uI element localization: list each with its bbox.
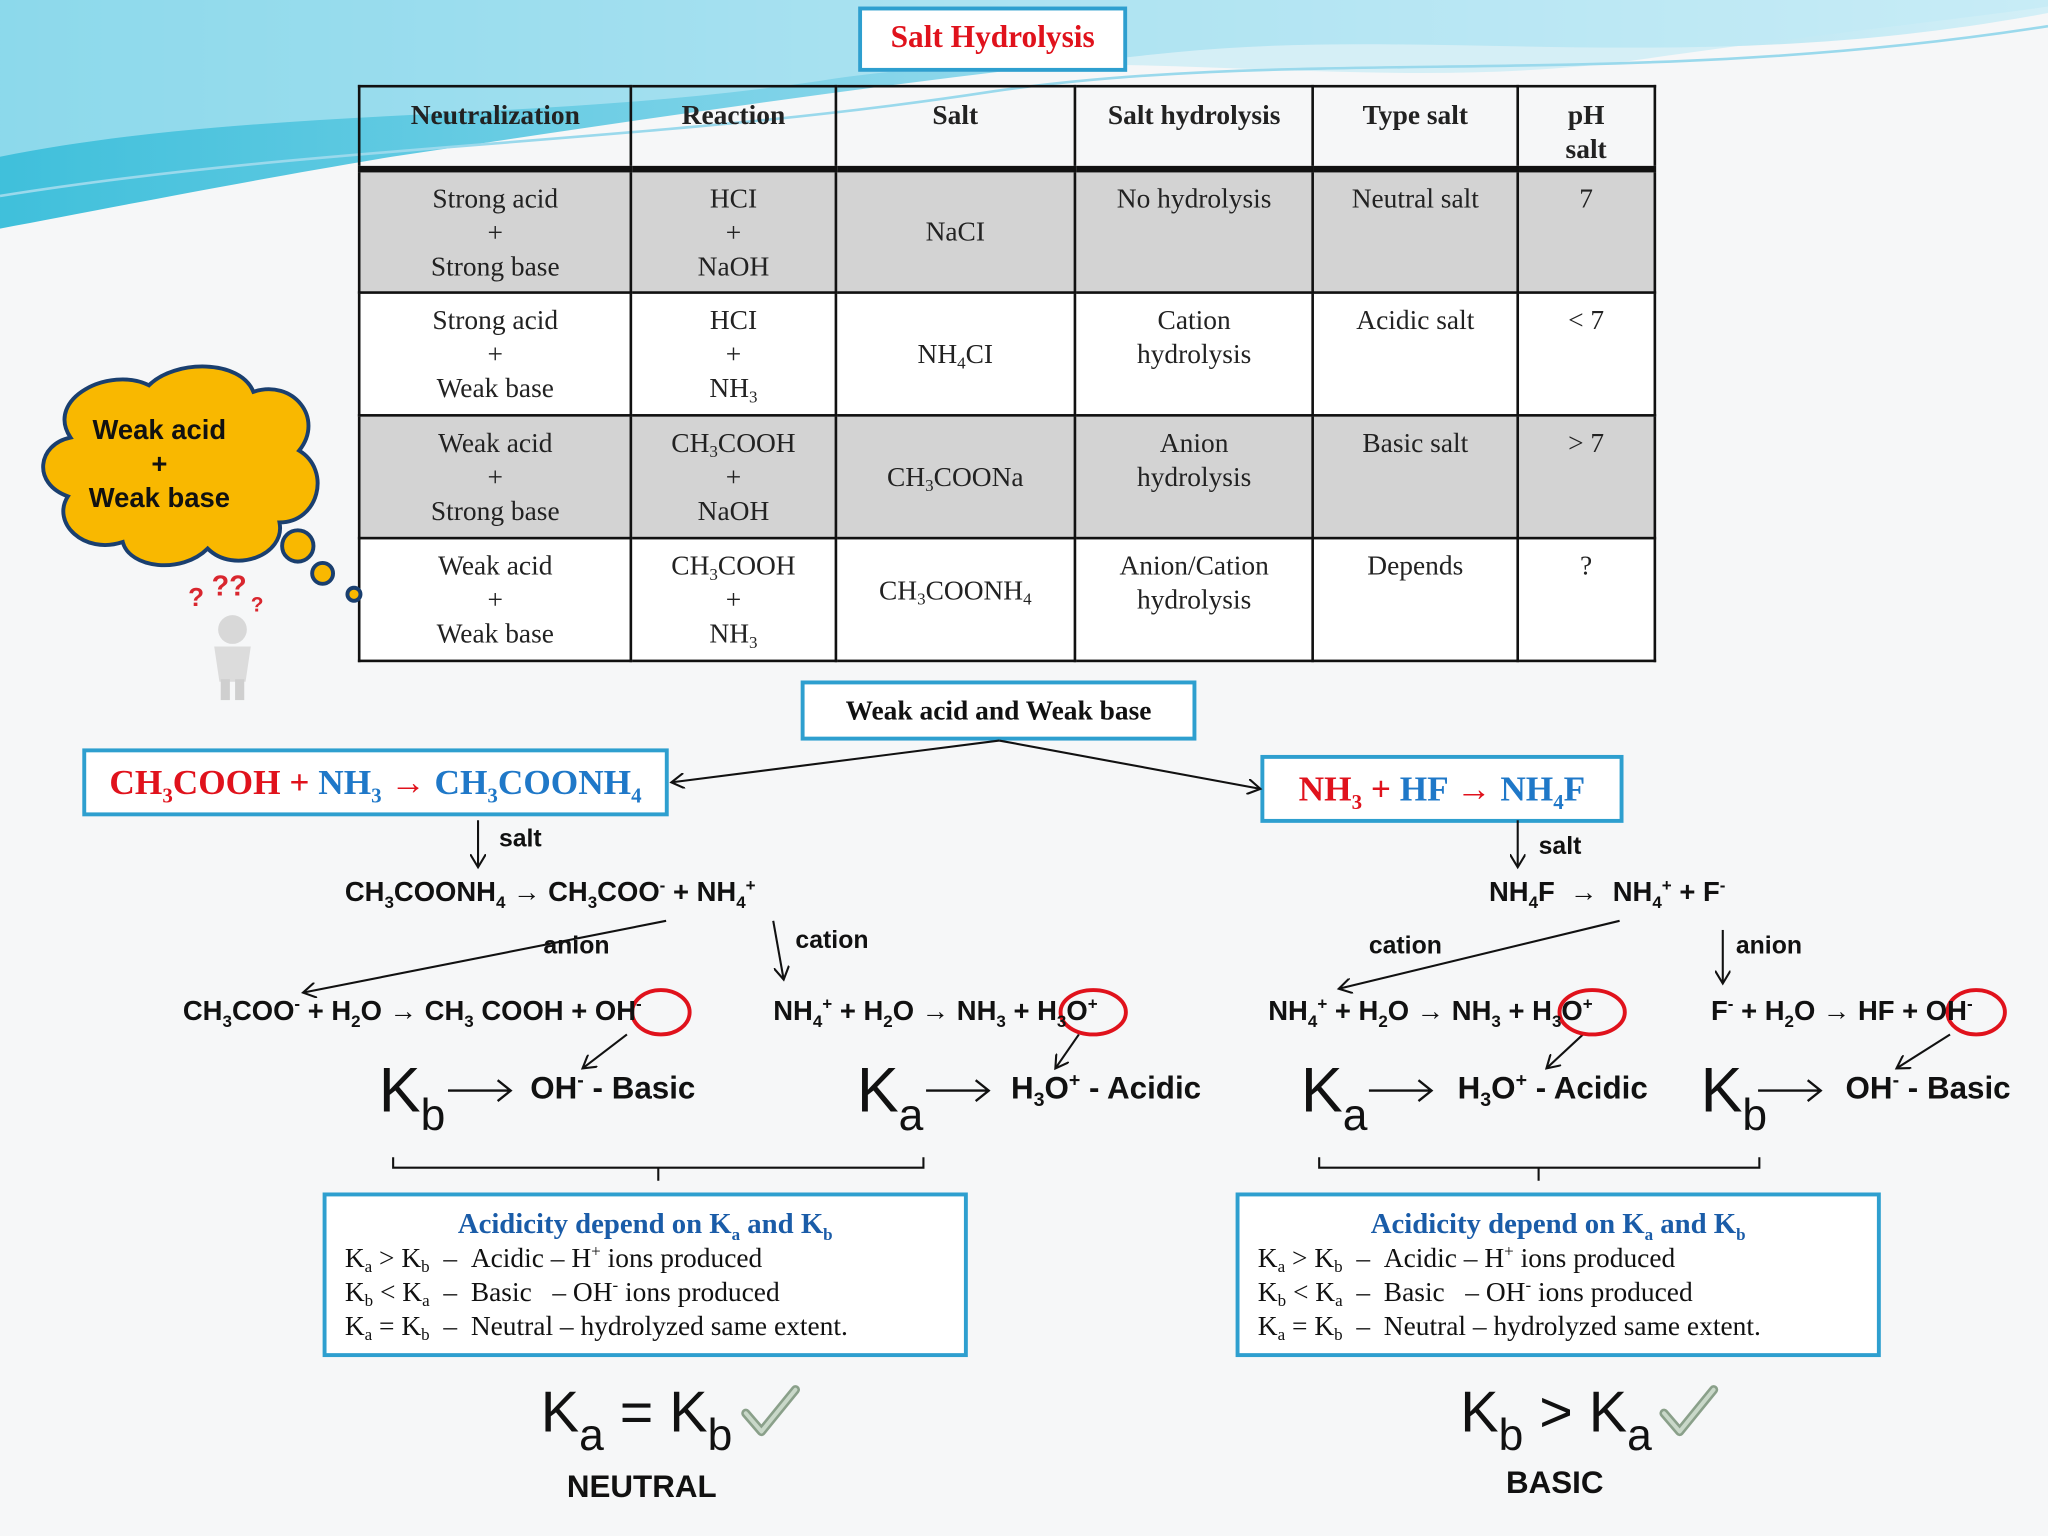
acidity-rule: Kb < Ka – Basic – OH- ions produced: [1257, 1274, 1693, 1311]
right-arrow-icon: [447, 1079, 513, 1102]
cell-type: Acidic salt: [1311, 290, 1519, 416]
cell-reaction: CH3COOH+NaOH: [630, 413, 837, 539]
table-row: Strong acid+Strong base HCI+NaOH NaCI No…: [357, 167, 1657, 294]
header-type-salt: Type salt: [1311, 84, 1519, 173]
acidity-rule: Ka > Kb – Acidic – H+ ions produced: [1257, 1240, 1676, 1277]
cell-neutralization: Strong acid+Weak base: [357, 290, 633, 416]
cell-ph: > 7: [1516, 413, 1657, 539]
acidity-box-title: Acidicity depend on Ka and Kb: [457, 1206, 833, 1244]
salt-hydrolysis-table: Neutralization Reaction Salt Salt hydrol…: [357, 84, 1657, 662]
left-cation-hydrolysis-equation: NH4+ + H2O → NH3 + H3O+: [773, 993, 1098, 1031]
header-salt-hydrolysis: Salt hydrolysis: [1073, 84, 1315, 173]
table-row: Weak acid+Strong base CH3COOH+NaOH CH3CO…: [357, 413, 1657, 539]
right-anion-label: anion: [1735, 932, 1803, 960]
title-box: Salt Hydrolysis: [858, 6, 1128, 72]
left-cation-label: cation: [795, 927, 869, 955]
left-reaction-box: CH3COOH + NH3 → CH3COONH4: [82, 748, 669, 817]
svg-text:??: ??: [212, 575, 247, 603]
thought-bubble-cloud: [41, 364, 363, 603]
right-conclusion-equation: Kb > Ka: [1460, 1380, 1652, 1461]
right-ka-symbol: Ka: [1300, 1056, 1368, 1141]
cell-ph: 7: [1516, 167, 1657, 294]
cell-type: Neutral salt: [1311, 167, 1519, 294]
cell-ph: < 7: [1516, 290, 1657, 416]
left-conclusion-equation: Ka = Kb: [540, 1380, 733, 1461]
right-acidic-result: H3O+ - Acidic: [1457, 1069, 1648, 1112]
right-arrow-icon: [1758, 1079, 1823, 1102]
cell-neutralization: Weak acid+Weak base: [357, 536, 633, 662]
checkmark-icon: [741, 1385, 800, 1437]
right-arrow-icon: [1368, 1079, 1434, 1102]
cell-salt: NaCI: [834, 167, 1077, 294]
right-arrow-icon: [926, 1079, 991, 1102]
left-kb-symbol: Kb: [378, 1056, 446, 1141]
checkmark-icon: [1659, 1385, 1719, 1437]
header-neutralization: Neutralization: [357, 84, 633, 173]
left-anion-label: anion: [543, 932, 610, 960]
h3o-highlight-circle: [1557, 988, 1627, 1037]
oh-highlight-circle: [630, 988, 692, 1037]
svg-text:?: ?: [251, 593, 264, 616]
cell-neutralization: Strong acid+Strong base: [357, 167, 633, 294]
header-reaction: Reaction: [630, 84, 837, 173]
table-header-row: Neutralization Reaction Salt Salt hydrol…: [357, 84, 1657, 173]
right-acidity-box: Acidicity depend on Ka and Kb Ka > Kb – …: [1235, 1192, 1881, 1358]
cell-reaction: HCI+NaOH: [630, 167, 837, 294]
right-basic-result: OH- - Basic: [1845, 1069, 2011, 1107]
cell-salt: CH3COONa: [834, 413, 1077, 539]
right-anion-hydrolysis-equation: F- + H2O → HF + OH-: [1711, 993, 1973, 1031]
left-dissociation-equation: CH3COONH4 → CH3COO- + NH4+: [344, 875, 756, 912]
h3o-highlight-circle: [1058, 988, 1128, 1037]
weak-acid-weak-base-box: Weak acid and Weak base: [800, 680, 1197, 741]
acidity-rule: Ka = Kb – Neutral – hydrolyzed same exte…: [344, 1310, 848, 1344]
left-anion-hydrolysis-equation: CH3COO- + H2O → CH3 COOH + OH-: [182, 993, 642, 1031]
cell-reaction: CH3COOH+NH3: [630, 536, 837, 662]
left-ka-symbol: Ka: [856, 1056, 924, 1141]
svg-text:?: ?: [188, 582, 204, 612]
cell-hydrolysis: No hydrolysis: [1073, 167, 1315, 294]
acidity-rule: Ka > Kb – Acidic – H+ ions produced: [344, 1240, 763, 1277]
left-acidic-result: H3O+ - Acidic: [1010, 1069, 1202, 1112]
header-salt: Salt: [834, 84, 1077, 173]
right-kb-symbol: Kb: [1700, 1056, 1768, 1141]
thought-bubble-text: Weak acid + Weak base: [88, 415, 230, 514]
acidity-rule: Ka = Kb – Neutral – hydrolyzed same exte…: [1257, 1310, 1761, 1344]
cell-salt: CH3COONH4: [834, 536, 1077, 662]
right-cation-label: cation: [1368, 932, 1442, 960]
right-cation-hydrolysis-equation: NH4+ + H2O → NH3 + H3O+: [1268, 993, 1593, 1031]
left-basic-result: OH- - Basic: [530, 1069, 696, 1107]
cell-salt: NH4CI: [834, 290, 1077, 416]
thinking-person-icon: ? ?? ?: [188, 575, 264, 701]
cell-ph: ?: [1516, 536, 1657, 662]
right-salt-label: salt: [1538, 833, 1582, 861]
left-salt-label: salt: [498, 825, 542, 853]
left-acidity-box: Acidicity depend on Ka and Kb Ka > Kb – …: [322, 1192, 968, 1358]
acidity-rule: Kb < Ka – Basic – OH- ions produced: [344, 1274, 780, 1311]
table-row: Strong acid+Weak base HCI+NH3 NH4CI Cati…: [357, 290, 1657, 416]
page-title: Salt Hydrolysis: [890, 20, 1095, 55]
cell-neutralization: Weak acid+Strong base: [357, 413, 633, 539]
oh-highlight-circle: [1945, 988, 2007, 1037]
left-conclusion-label: NEUTRAL: [566, 1469, 717, 1505]
cell-type: Depends: [1311, 536, 1519, 662]
cell-type: Basic salt: [1311, 413, 1519, 539]
right-conclusion-label: BASIC: [1505, 1465, 1604, 1501]
right-dissociation-equation: NH4F → NH4+ + F-: [1488, 875, 1726, 912]
cell-reaction: HCI+NH3: [630, 290, 837, 416]
table-row: Weak acid+Weak base CH3COOH+NH3 CH3COONH…: [357, 536, 1657, 662]
right-reaction-box: NH3 + HF → NH4F: [1260, 754, 1624, 823]
acidity-box-title: Acidicity depend on Ka and Kb: [1370, 1206, 1746, 1244]
